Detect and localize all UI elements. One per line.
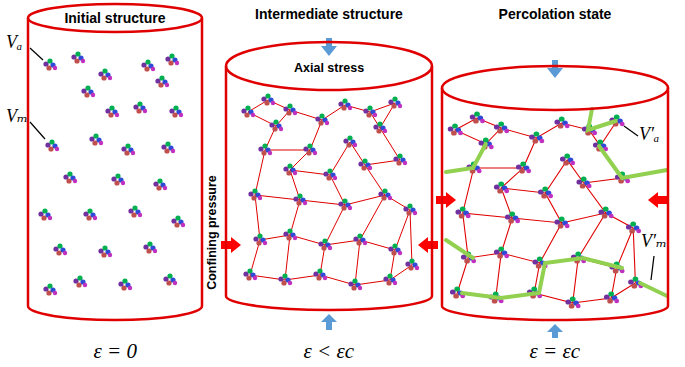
particle-network [241,93,419,290]
confining-arrows [221,192,668,253]
load-label: Axial stress [294,61,364,76]
strain-label: ε = εc [530,339,581,363]
stage-heading: Intermediate structure [225,6,433,23]
cylinder-sample: Initial structure [27,2,203,324]
strain-label: ε < εc [304,339,355,363]
leader-lines [30,48,654,280]
volume-symbol: V′ₐ [639,124,659,144]
cylinder-outline [27,2,203,324]
cylinder-sample: Percolation state [441,2,669,324]
volume-symbol: Vₐ [6,32,22,52]
percolation-paths [446,109,667,298]
particles [38,51,185,295]
stage-heading: Percolation state [441,6,669,23]
stage-heading: Initial structure [27,10,203,27]
particle-network [448,111,644,308]
volume-symbol: V′ₘ [641,231,667,251]
cylinder-outline [225,2,433,314]
strain-label: ε = 0 [94,339,137,363]
load-label: Confining pressure [204,175,219,290]
cylinder-outline [441,2,669,324]
volume-symbol: Vₘ [6,106,28,126]
cylinder-sample: Intermediate structure [225,2,433,314]
